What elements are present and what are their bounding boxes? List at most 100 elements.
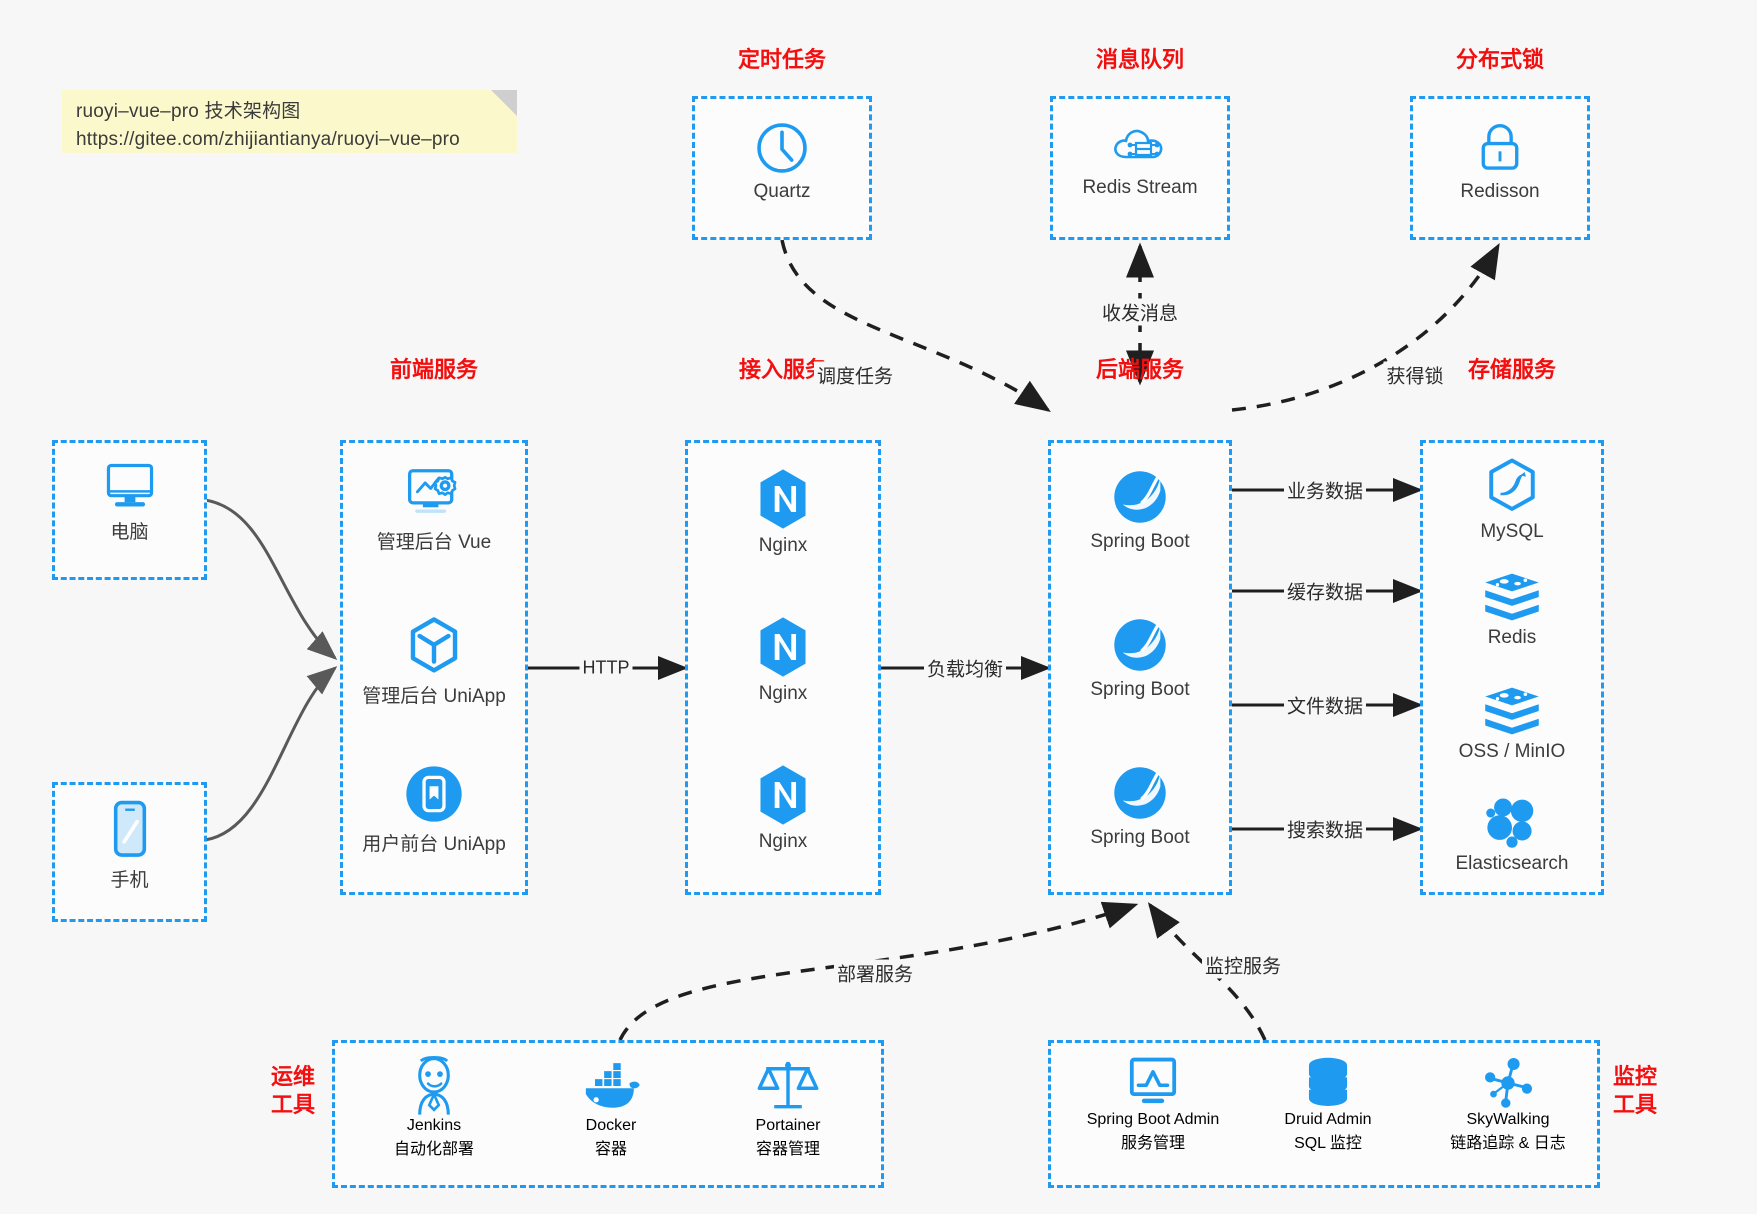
edge-label-schedule-task: 调度任务 (813, 361, 897, 389)
node-label: 用户前台 UniApp (362, 834, 506, 855)
node-label: Nginx (758, 831, 808, 852)
node-desc: 服务管理 (1120, 1135, 1185, 1152)
node-mobile[interactable]: 手机 (55, 799, 204, 892)
node-spring-boot-3[interactable]: Spring Boot (1051, 763, 1229, 849)
node-desc: 容器管理 (755, 1141, 820, 1158)
jenkins-butler-icon (418, 1055, 450, 1115)
node-name: Spring Boot Admin (1086, 1111, 1220, 1128)
node-docker[interactable]: Docker 容器 (526, 1055, 696, 1159)
node-label: OSS / MinIO (1458, 741, 1566, 762)
node-label: 电脑 (110, 522, 149, 543)
node-label: Redis (1487, 627, 1537, 648)
node-label: 管理后台 UniApp (362, 686, 506, 707)
spring-leaf-icon (1114, 619, 1166, 671)
group-box-client-mobile[interactable]: 手机 (52, 782, 207, 922)
node-name: Portainer (755, 1117, 821, 1134)
node-nginx-3[interactable]: Nginx (688, 763, 878, 853)
node-mysql[interactable]: MySQL (1423, 457, 1601, 543)
nginx-icon (760, 617, 806, 677)
node-label: Nginx (758, 535, 808, 556)
sticky-note: ruoyi–vue–pro 技术架构图 https://gitee.com/zh… (62, 90, 517, 153)
group-box-monitoring[interactable]: Spring Boot Admin 服务管理 Druid Admin SQL 监… (1048, 1040, 1600, 1188)
node-quartz[interactable]: Quartz (695, 119, 869, 203)
group-box-gateway[interactable]: Nginx Nginx Nginx (685, 440, 881, 895)
group-title-devops: 运维 工具 (258, 1063, 328, 1118)
group-box-backend[interactable]: Spring Boot Spring Boot Spring Boot (1048, 440, 1232, 895)
lock-icon (1481, 124, 1519, 170)
group-title-monitoring: 监控 工具 (1600, 1063, 1670, 1118)
edge-label-acquire-lock: 获得锁 (1383, 361, 1447, 389)
node-name: Docker (585, 1117, 637, 1134)
group-title-message-queue: 消息队列 (1095, 47, 1184, 72)
node-desc: 容器 (594, 1141, 627, 1158)
node-spring-boot-2[interactable]: Spring Boot (1051, 615, 1229, 701)
group-title-gateway: 接入服务 (738, 357, 827, 382)
mobile-phone-icon (113, 800, 146, 857)
node-spring-boot-admin[interactable]: Spring Boot Admin 服务管理 (1057, 1055, 1249, 1153)
group-box-client-desktop[interactable]: 电脑 (52, 440, 207, 580)
node-name: Jenkins (406, 1117, 462, 1134)
group-box-message-queue[interactable]: Redis Stream (1050, 96, 1230, 240)
node-redis-stream[interactable]: Redis Stream (1053, 121, 1227, 199)
group-title-distributed-lock: 分布式锁 (1455, 47, 1544, 72)
node-label: 手机 (110, 870, 149, 891)
node-admin-vue[interactable]: 管理后台 Vue (343, 465, 525, 554)
node-label: 管理后台 Vue (376, 532, 492, 553)
node-redis[interactable]: Redis (1423, 571, 1601, 649)
cloud-stream-icon (1114, 129, 1163, 159)
node-label: Spring Boot (1090, 827, 1190, 848)
monitoring-title-line2: 工具 (1612, 1091, 1657, 1117)
node-portainer[interactable]: Portainer 容器管理 (703, 1055, 873, 1159)
group-box-devops[interactable]: Jenkins 自动化部署 Docker 容器 (332, 1040, 884, 1188)
node-label: MySQL (1480, 521, 1544, 542)
scales-balance-icon (757, 1061, 819, 1109)
node-nginx-2[interactable]: Nginx (688, 615, 878, 705)
group-box-distributed-lock[interactable]: Redisson (1410, 96, 1590, 240)
edge-label-file-data: 文件数据 (1283, 691, 1367, 719)
group-box-frontend[interactable]: 管理后台 Vue 管理后台 UniApp 用户前台 UniApp (340, 440, 528, 895)
hexagon-cube-icon (410, 617, 458, 673)
node-label: Spring Boot (1090, 531, 1190, 552)
note-fold-corner (491, 90, 517, 116)
spring-leaf-icon (1114, 471, 1166, 523)
desktop-monitor-icon (106, 463, 153, 507)
edge-label-send-receive-message: 收发消息 (1098, 298, 1182, 326)
group-title-frontend: 前端服务 (389, 357, 478, 382)
database-cylinder-icon (1308, 1057, 1348, 1106)
node-desc: SQL 监控 (1294, 1135, 1362, 1152)
node-name: Druid Admin (1284, 1111, 1372, 1128)
node-label: Nginx (758, 683, 808, 704)
monitor-chart-icon (1129, 1057, 1177, 1104)
skywalking-node-icon (1485, 1058, 1533, 1108)
node-redisson[interactable]: Redisson (1413, 119, 1587, 203)
node-label: Spring Boot (1090, 679, 1190, 700)
note-line-url: https://gitee.com/zhijiantianya/ruoyi–vu… (76, 128, 460, 150)
group-title-backend: 后端服务 (1095, 357, 1184, 382)
node-elasticsearch[interactable]: Elasticsearch (1423, 795, 1601, 875)
node-admin-uniapp[interactable]: 管理后台 UniApp (343, 615, 525, 708)
note-line-title: ruoyi–vue–pro 技术架构图 (76, 101, 301, 122)
node-label: Redisson (1460, 181, 1540, 202)
node-nginx-1[interactable]: Nginx (688, 467, 878, 557)
node-desc: 链路追踪 & 日志 (1450, 1135, 1566, 1152)
devops-title-line2: 工具 (270, 1091, 315, 1117)
node-oss-minio[interactable]: OSS / MinIO (1423, 685, 1601, 763)
node-druid-admin[interactable]: Druid Admin SQL 监控 (1243, 1055, 1413, 1153)
group-box-scheduled-task[interactable]: Quartz (692, 96, 872, 240)
elasticsearch-icon (1486, 798, 1534, 848)
node-user-uniapp[interactable]: 用户前台 UniApp (343, 763, 525, 856)
group-title-storage: 存储服务 (1467, 357, 1556, 382)
node-skywalking[interactable]: SkyWalking 链路追踪 & 日志 (1419, 1055, 1597, 1153)
edge-label-load-balance: 负载均衡 (923, 654, 1007, 682)
clock-icon (757, 123, 807, 173)
node-name: SkyWalking (1466, 1111, 1550, 1128)
group-title-scheduled-task: 定时任务 (737, 47, 826, 72)
node-label: Quartz (753, 181, 811, 202)
node-jenkins[interactable]: Jenkins 自动化部署 (349, 1055, 519, 1159)
node-desktop[interactable]: 电脑 (55, 459, 204, 544)
monitoring-title-line1: 监控 (1612, 1064, 1657, 1089)
group-box-storage[interactable]: MySQL Redis (1420, 440, 1604, 895)
node-label: Elasticsearch (1455, 853, 1569, 874)
nginx-icon (760, 469, 806, 529)
node-spring-boot-1[interactable]: Spring Boot (1051, 467, 1229, 553)
